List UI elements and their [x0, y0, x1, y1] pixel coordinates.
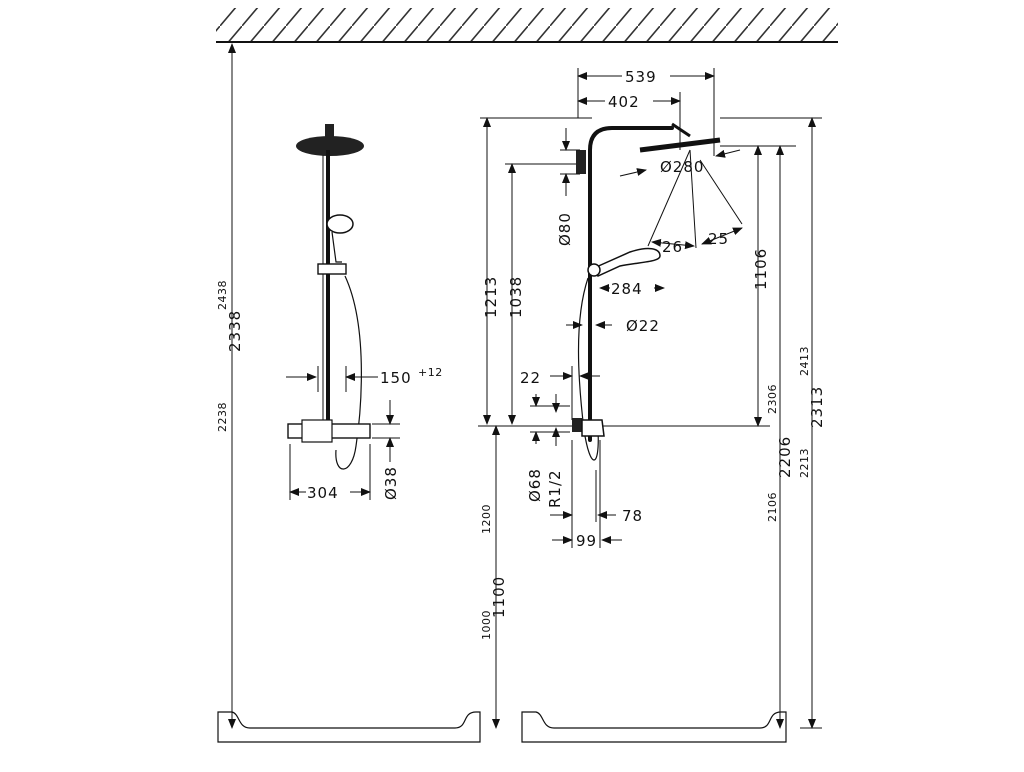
offset-22-dim: 22: [520, 369, 541, 387]
hose-dia-dim: Ø22: [626, 317, 660, 335]
left-height-main: 2206: [776, 436, 794, 478]
mixer-height-upper: 1200: [480, 504, 493, 534]
side-riser-and-arm: [588, 126, 674, 442]
spray-angle-2: 25: [708, 230, 729, 248]
side-mixer: [581, 419, 605, 437]
total-height-main: 2338: [226, 310, 244, 352]
slide-holder: [317, 263, 347, 275]
height-1038-dim: 1038: [507, 276, 525, 318]
wall-rose: [576, 150, 586, 174]
height-1106-dim: 1106: [752, 248, 770, 290]
right-height-main: 2313: [808, 386, 826, 428]
inlet-dia-dim: Ø68: [526, 468, 544, 502]
shower-hose: [335, 275, 362, 470]
ceiling: [216, 8, 838, 43]
side-head-icon: [639, 137, 721, 153]
handshower-length-dim: 284: [611, 280, 643, 298]
arm-reach-outer-dim: 539: [625, 68, 657, 86]
total-height-upper: 2438: [216, 280, 229, 310]
shower-tray-front: [217, 711, 481, 743]
mixer-height-main: 1100: [490, 576, 508, 618]
right-height-upper: 2413: [798, 346, 811, 376]
shower-tray-side: [521, 711, 787, 743]
left-height-upper: 2306: [766, 384, 779, 414]
hand-shower-icon: [326, 214, 354, 234]
left-height-lower: 2106: [766, 492, 779, 522]
mixer-height-lower: 1000: [480, 610, 493, 640]
pipe-dia-dim: Ø38: [382, 466, 400, 500]
wall-rose-dia-dim: Ø80: [556, 212, 574, 246]
mixer-width-dim: 304: [307, 484, 339, 502]
bar-offset-tolerance: +12: [418, 366, 443, 379]
bar-offset-dim: 150: [380, 369, 412, 387]
d99-dim: 99: [576, 532, 597, 550]
right-height-lower: 2213: [798, 448, 811, 478]
d78-dim: 78: [622, 507, 643, 525]
overhead-shower-icon: [296, 136, 364, 156]
arm-reach-inner-dim: 402: [608, 93, 640, 111]
height-1213-dim: 1213: [482, 276, 500, 318]
front-view: 2338 2438 2238 150 +12 304: [216, 43, 481, 743]
side-hand-shower-icon: [592, 247, 661, 277]
spray-angle-1: 26: [662, 238, 683, 256]
head-dia-dim: Ø280: [660, 158, 704, 176]
side-view: 1213 1038 1100 1200 1000 539 402 Ø80: [478, 66, 826, 743]
thread-dim: R1/2: [546, 469, 564, 508]
total-height-lower: 2238: [216, 402, 229, 432]
